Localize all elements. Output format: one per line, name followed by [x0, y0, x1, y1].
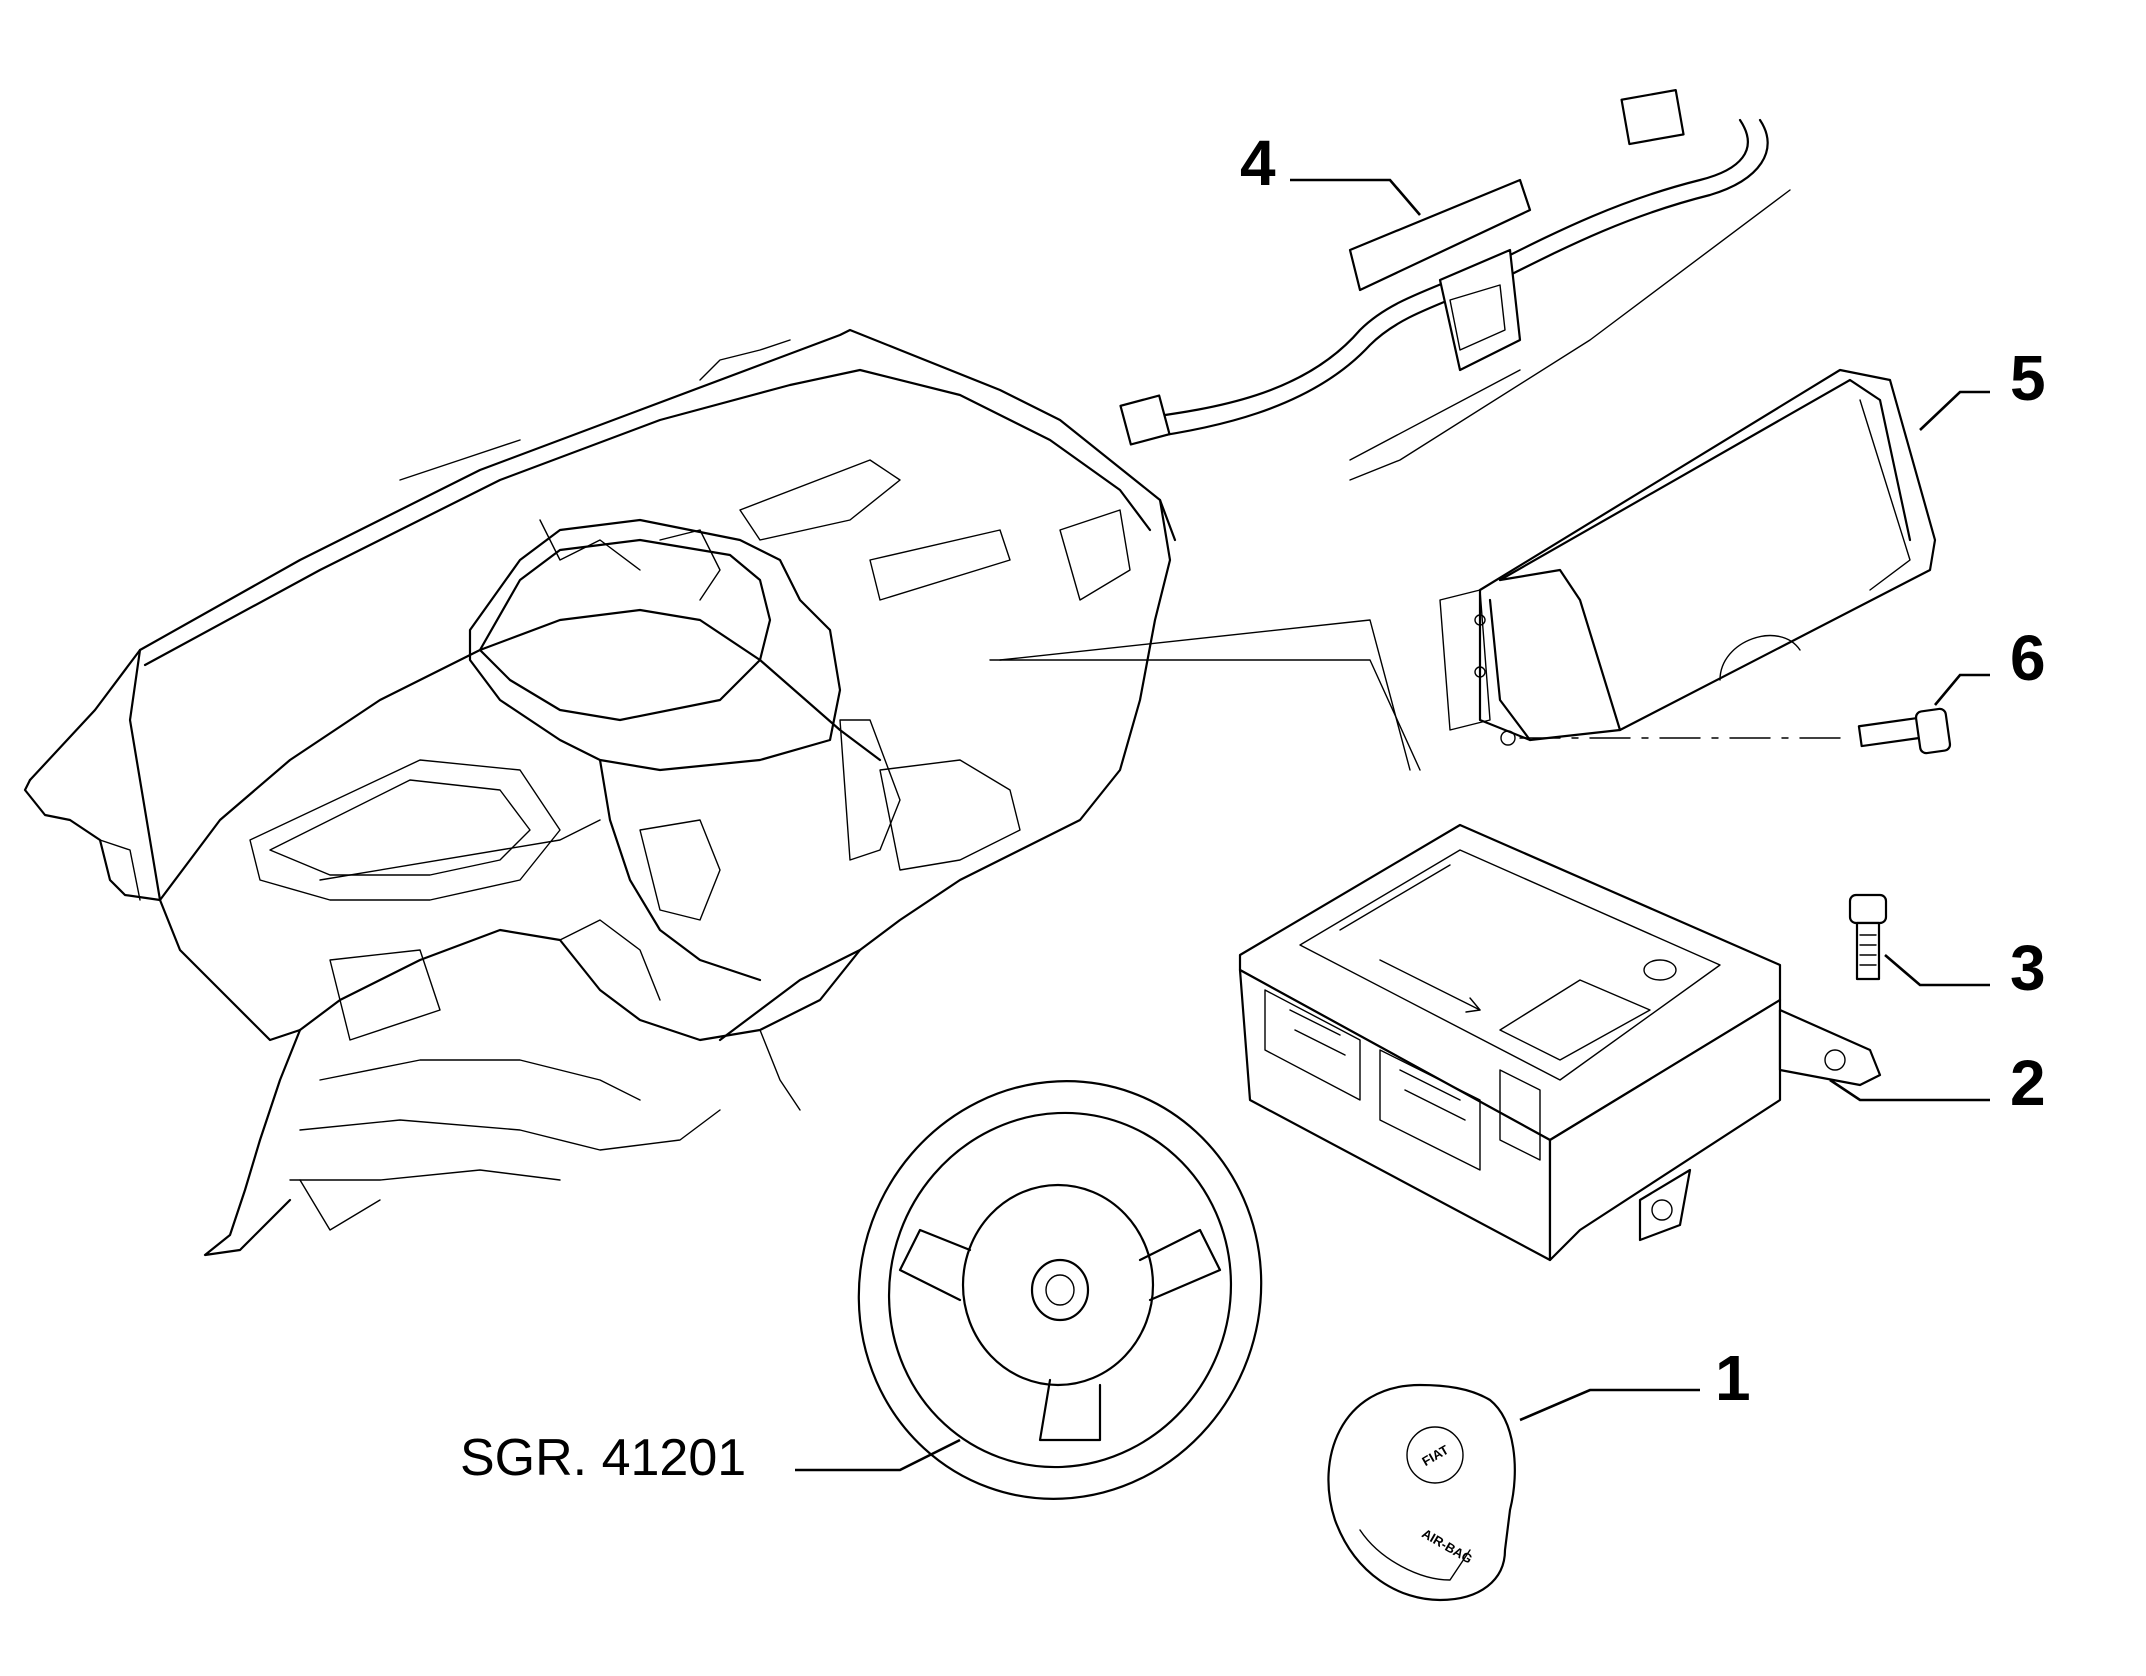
callout-4-number: 4	[1240, 127, 1276, 199]
steering-wheel-reference: SGR. 41201	[460, 1429, 961, 1487]
callout-5-number: 5	[2010, 342, 2046, 414]
callout-2: 2	[1829, 1047, 2046, 1119]
callout-3: 3	[1884, 932, 2046, 1004]
steering-wheel	[857, 1080, 1263, 1500]
callout-1-number: 1	[1715, 1342, 1751, 1414]
callout-6: 6	[1934, 622, 2046, 706]
airbag-control-unit	[1238, 823, 1882, 1262]
dashboard-panel	[23, 328, 1177, 1257]
callout-4: 4	[1240, 127, 1421, 216]
callout-3-number: 3	[2010, 932, 2046, 1004]
wiring-harness	[1119, 89, 1769, 446]
control-unit-screw	[1848, 893, 1888, 981]
dashboard-airbag-leader	[989, 189, 1791, 771]
callout-6-number: 6	[2010, 622, 2046, 694]
driver-airbag: FIAT AIR-BAG	[1327, 1383, 1516, 1602]
callout-5: 5	[1919, 342, 2046, 431]
passenger-airbag-module	[1439, 368, 1937, 746]
callout-2-number: 2	[2010, 1047, 2046, 1119]
airbag-bolt	[1519, 707, 1952, 755]
sgr-reference-label: SGR. 41201	[460, 1429, 746, 1487]
callout-1: 1	[1519, 1342, 1751, 1422]
